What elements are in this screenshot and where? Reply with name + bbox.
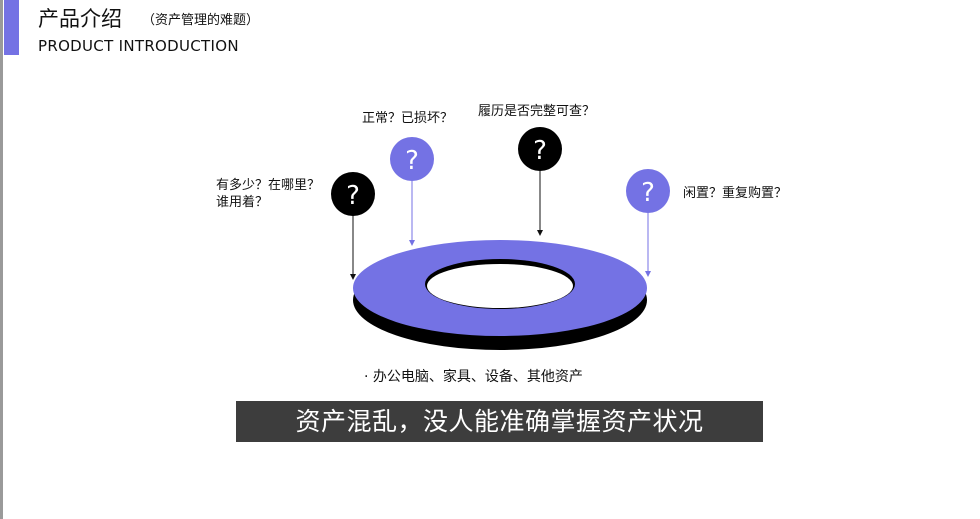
- question-label-quantity: 有多少？在哪里？ 谁用着？: [216, 178, 321, 210]
- question-circle-3: ?: [518, 127, 562, 171]
- page-subtitle: （资产管理的难题）: [142, 13, 260, 28]
- asset-types-note: · 办公电脑、家具、设备、其他资产: [364, 369, 583, 385]
- question-mark-icon: ?: [346, 181, 360, 211]
- question-label-history: 履历是否完整可查？: [478, 104, 596, 119]
- problem-banner: 资产混乱，没人能准确掌握资产状况: [236, 401, 763, 442]
- question-circle-1: ?: [331, 172, 375, 216]
- question-mark-icon: ?: [533, 136, 547, 166]
- left-edge-rule: [0, 0, 3, 519]
- question-mark-icon: ?: [641, 178, 655, 208]
- page-title-english: PRODUCT INTRODUCTION: [38, 37, 239, 55]
- question-label-idle: 闲置？重复购置？: [683, 186, 788, 201]
- question-mark-icon: ?: [405, 146, 419, 176]
- question-circle-4: ?: [626, 169, 670, 213]
- question-circle-2: ?: [390, 137, 434, 181]
- ring-hole: [427, 264, 573, 308]
- page-title: 产品介绍: [38, 7, 122, 31]
- question-label-condition: 正常？已损坏？: [362, 111, 454, 126]
- header-accent-bar: [4, 0, 19, 55]
